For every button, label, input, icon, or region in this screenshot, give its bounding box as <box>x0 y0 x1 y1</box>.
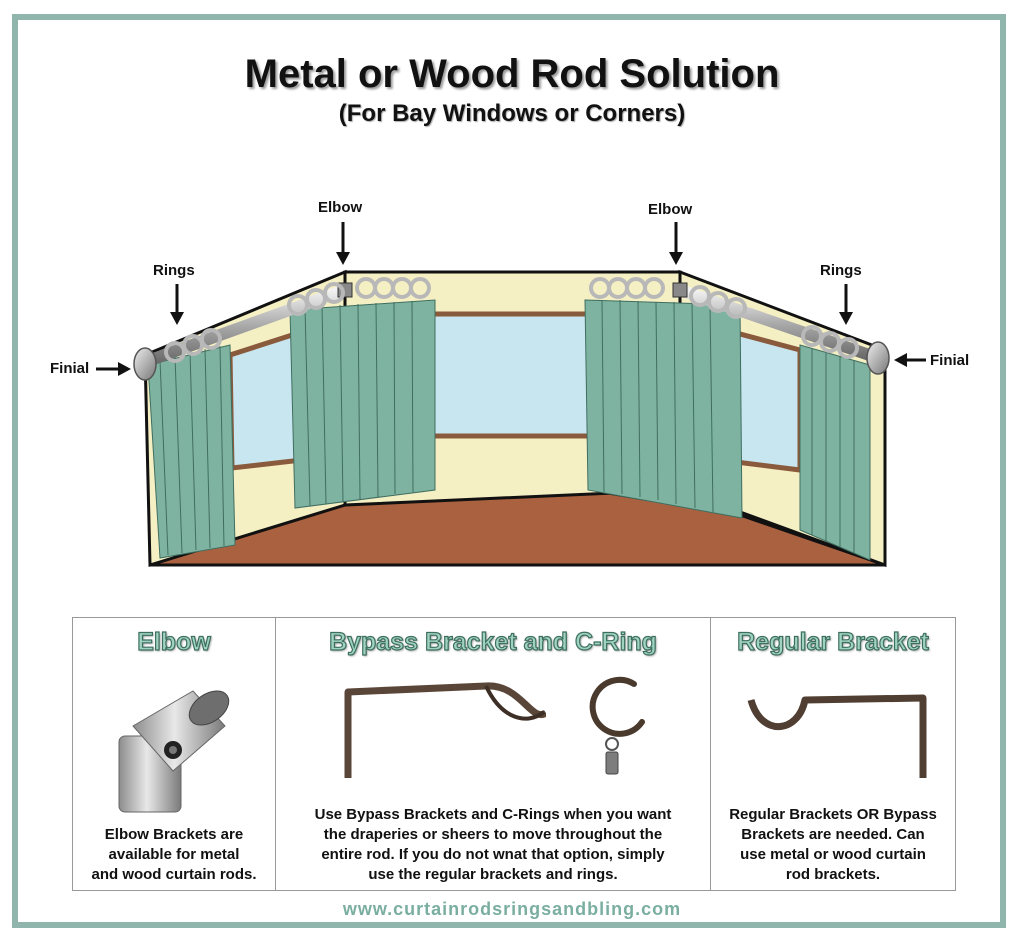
bypass-section: Bypass Bracket and C-Ring Use Bypass Bra… <box>276 618 711 890</box>
elbow-bracket-image <box>118 690 230 813</box>
finial-left <box>133 347 157 381</box>
page-subtitle: (For Bay Windows or Corners) <box>338 100 686 127</box>
bypass-description: Use Bypass Brackets and C-Rings when you… <box>314 806 672 883</box>
page-title: Metal or Wood Rod Solution <box>244 52 780 96</box>
website-url[interactable]: www.curtainrodsringsandbling.com <box>342 899 682 919</box>
elbow-joint-right <box>672 282 688 298</box>
rings-label-left: Rings <box>153 262 195 279</box>
finial-label-right: Finial <box>930 352 970 369</box>
regular-bracket-section: Regular Bracket Regular Brackets OR Bypa… <box>711 618 955 890</box>
curtain-center-left <box>289 299 436 509</box>
rings-label-right: Rings <box>820 262 862 279</box>
elbow-label-right: Elbow <box>648 201 693 218</box>
curtain-rod <box>139 282 884 368</box>
callout-arrows <box>96 222 926 376</box>
rings <box>164 277 859 363</box>
elbow-section: Elbow Elbow Brackets are available for m… <box>73 618 276 890</box>
curtain-right <box>799 344 871 561</box>
curtain-left <box>147 344 236 559</box>
regular-bracket-description: Regular Brackets OR Bypass Brackets are … <box>729 806 937 883</box>
finial-right <box>866 341 890 375</box>
elbow-description: Elbow Brackets are available for metal a… <box>91 826 257 883</box>
regular-bracket-image <box>747 694 927 778</box>
bay-window-illustration <box>96 222 926 568</box>
finial-label-left: Finial <box>50 360 90 377</box>
elbow-section-title: Elbow <box>137 627 212 656</box>
regular-bracket-section-title: Regular Bracket <box>737 627 930 656</box>
elbow-label-left: Elbow <box>318 199 363 216</box>
hardware-panel: Elbow Elbow Brackets are available for m… <box>72 617 956 891</box>
curtain-center-right <box>584 299 743 519</box>
c-ring-image <box>589 676 645 775</box>
bypass-section-title: Bypass Bracket and C-Ring <box>328 627 657 656</box>
bypass-bracket-image <box>344 682 546 778</box>
